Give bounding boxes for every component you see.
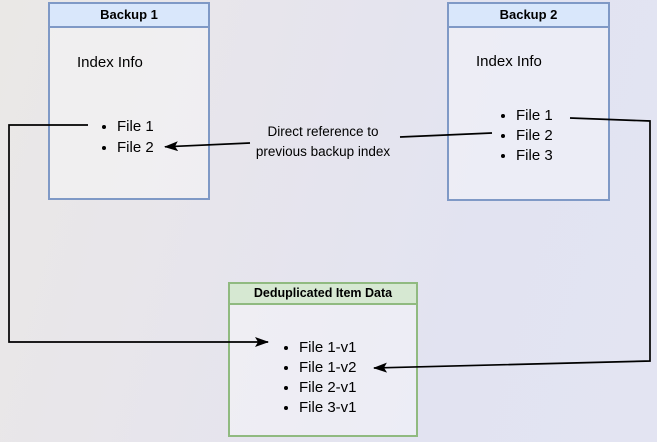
list-item: File 1-v2: [299, 358, 416, 378]
dedup-box: Deduplicated Item Data File 1-v1 File 1-…: [228, 282, 418, 437]
dedup-header: Deduplicated Item Data: [230, 284, 416, 305]
backup2-box: Backup 2 Index Info File 1 File 2 File 3: [447, 2, 610, 201]
backup1-index-info-label: Index Info: [77, 54, 143, 71]
list-item: File 1: [516, 106, 608, 126]
list-item: File 2: [117, 137, 208, 158]
backup2-index-info-label: Index Info: [476, 53, 542, 70]
backup1-file-list: File 1 File 2: [50, 116, 208, 158]
backup2-file-list: File 1 File 2 File 3: [449, 106, 608, 166]
annotation-label: Direct reference to previous backup inde…: [233, 122, 413, 162]
backup2-header: Backup 2: [449, 4, 608, 28]
list-item: File 3: [516, 146, 608, 166]
list-item: File 1: [117, 116, 208, 137]
annotation-line2: previous backup index: [255, 144, 391, 159]
annotation-line1: Direct reference to: [267, 124, 379, 139]
list-item: File 3-v1: [299, 398, 416, 418]
list-item: File 1-v1: [299, 338, 416, 358]
list-item: File 2: [516, 126, 608, 146]
dedup-file-list: File 1-v1 File 1-v2 File 2-v1 File 3-v1: [230, 338, 416, 418]
backup1-header: Backup 1: [50, 4, 208, 28]
list-item: File 2-v1: [299, 378, 416, 398]
backup1-box: Backup 1 Index Info File 1 File 2: [48, 2, 210, 200]
